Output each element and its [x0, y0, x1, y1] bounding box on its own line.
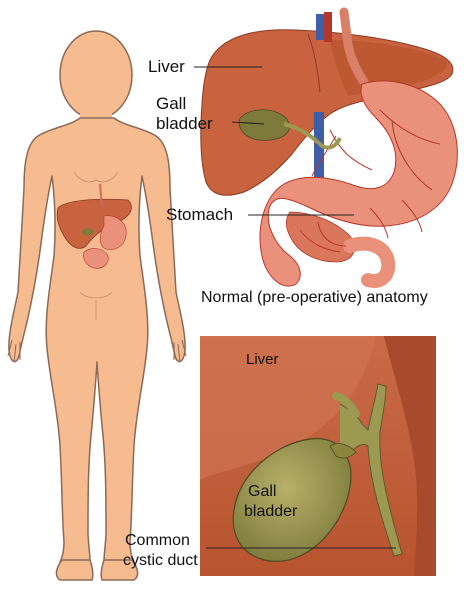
- pointer-lines: [194, 66, 354, 216]
- label-liver-closeup: Liver: [246, 351, 279, 368]
- closeup-anatomy: [200, 336, 436, 576]
- upper-gallbladder: [239, 109, 290, 141]
- body-head: [59, 30, 133, 120]
- label-bladder-upper: bladder: [156, 114, 213, 133]
- body-outline: [8, 117, 186, 563]
- body-right-foot: [100, 559, 139, 581]
- body-right-hand: [173, 339, 187, 363]
- upper-aorta: [324, 12, 332, 42]
- body-left-hand: [7, 339, 21, 363]
- closeup-liver-right: [384, 336, 436, 576]
- label-cystic-duct: cystic duct: [123, 552, 198, 569]
- upper-bile-duct: [283, 122, 342, 150]
- label-bladder-closeup: bladder: [244, 503, 298, 520]
- label-gall-closeup: Gall: [248, 483, 277, 500]
- upper-vena-cava: [314, 112, 324, 184]
- gallbladder-pointer-line: [231, 121, 265, 125]
- upper-intestine: [343, 236, 396, 288]
- body-stomach-small: [99, 215, 127, 250]
- label-stomach-upper: Stomach: [166, 205, 234, 224]
- upper-duodenum: [286, 211, 355, 263]
- label-common: Common: [125, 532, 190, 549]
- label-liver-upper: Liver: [148, 57, 185, 76]
- body-organs: [56, 183, 132, 269]
- body-esophagus-small: [99, 183, 103, 207]
- figure-caption: Normal (pre-operative) anatomy: [201, 289, 428, 306]
- upper-esophagus: [339, 7, 369, 87]
- upper-ligament: [307, 33, 321, 93]
- upper-stomach-vessels: [299, 109, 441, 253]
- upper-anatomy: [200, 7, 458, 288]
- body-silhouette: [7, 30, 187, 581]
- body-intestine-small: [83, 248, 109, 269]
- closeup-bile-duct-branch: [332, 392, 360, 418]
- closeup-liver-lobe: [200, 336, 376, 480]
- body-left-foot: [55, 559, 94, 581]
- label-gall-upper: Gall: [156, 94, 187, 113]
- upper-vena-top: [316, 14, 324, 40]
- body-contours: [73, 171, 119, 320]
- closeup-bile-duct: [339, 383, 403, 557]
- body-gallbladder-small: [82, 228, 94, 236]
- closeup-gallbladder-neck: [329, 443, 357, 459]
